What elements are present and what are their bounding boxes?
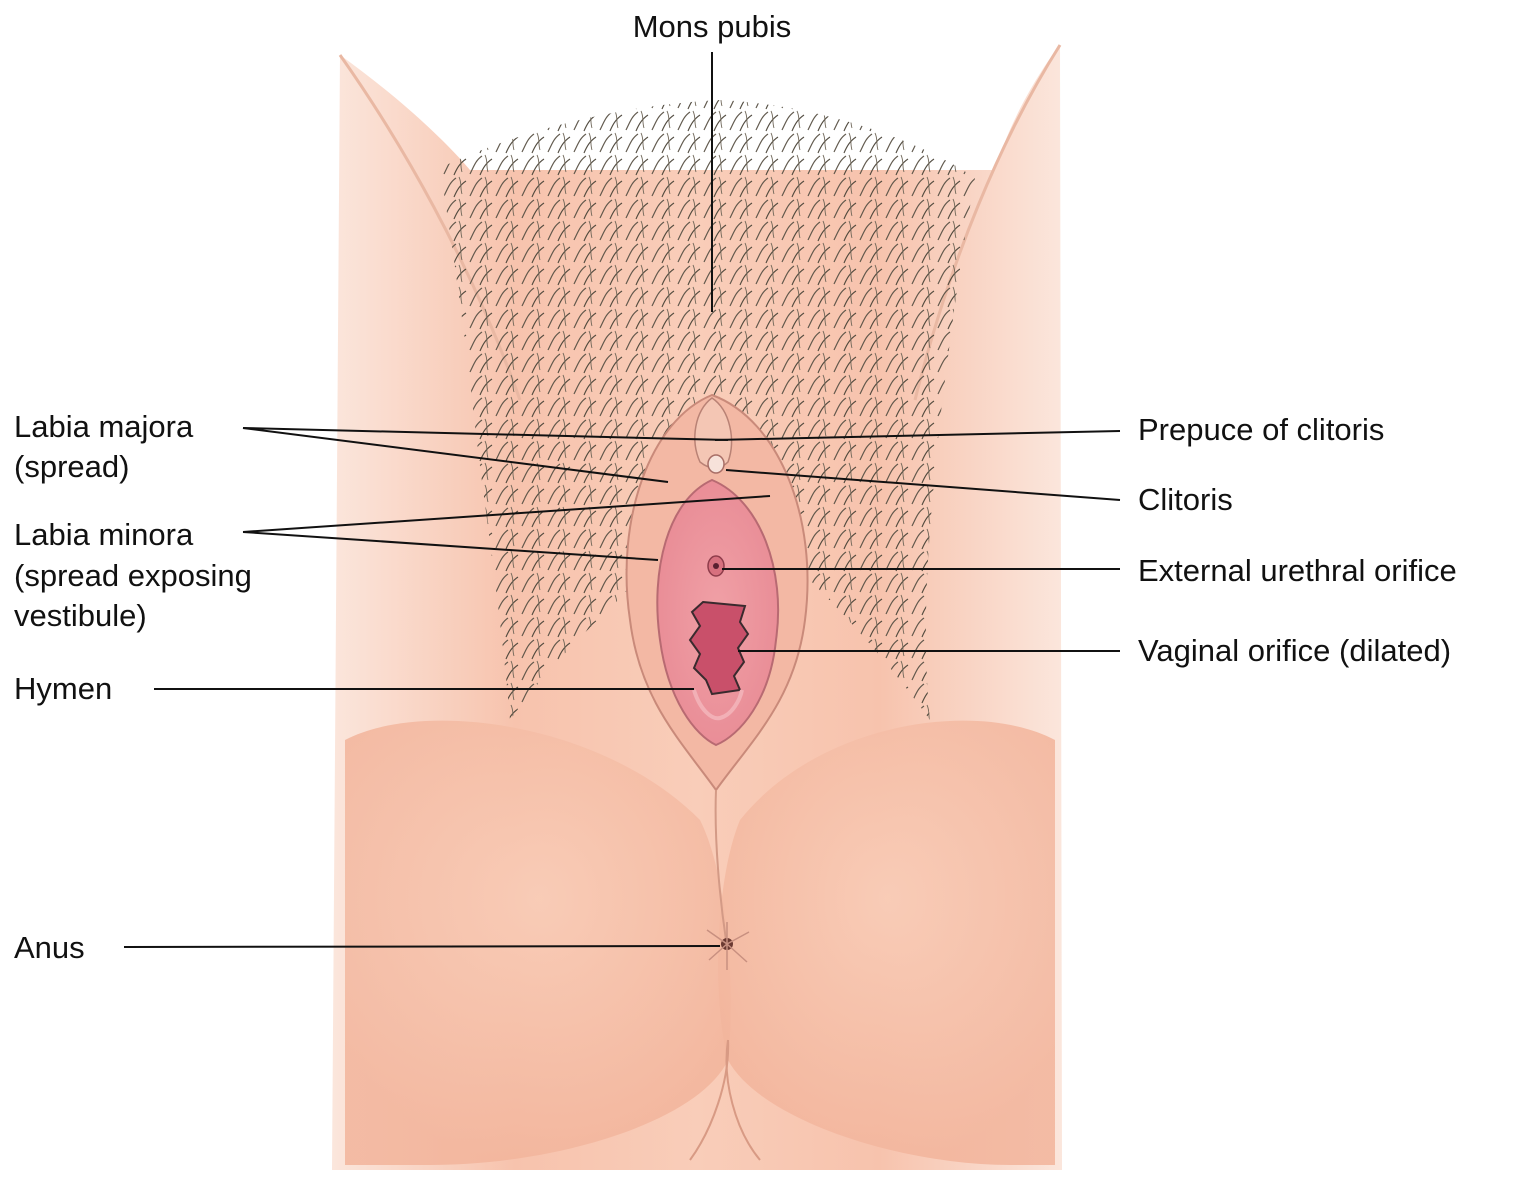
label-labia-minora-note-1: (spread exposing <box>14 558 252 593</box>
label-prepuce-of-clitoris: Prepuce of clitoris <box>1138 412 1384 447</box>
label-external-urethral-orifice: External urethral orifice <box>1138 553 1457 588</box>
clitoris <box>708 455 724 473</box>
label-vaginal-orifice: Vaginal orifice (dilated) <box>1138 633 1451 668</box>
label-mons-pubis: Mons pubis <box>633 9 792 44</box>
label-labia-minora: Labia minora <box>14 517 194 552</box>
label-clitoris: Clitoris <box>1138 482 1233 517</box>
external-urethral-orifice <box>708 556 724 576</box>
label-labia-majora: Labia majora <box>14 409 194 444</box>
label-anus: Anus <box>14 930 85 965</box>
label-labia-minora-note-2: vestibule) <box>14 598 147 633</box>
label-labia-majora-note: (spread) <box>14 449 129 484</box>
label-hymen: Hymen <box>14 671 112 706</box>
